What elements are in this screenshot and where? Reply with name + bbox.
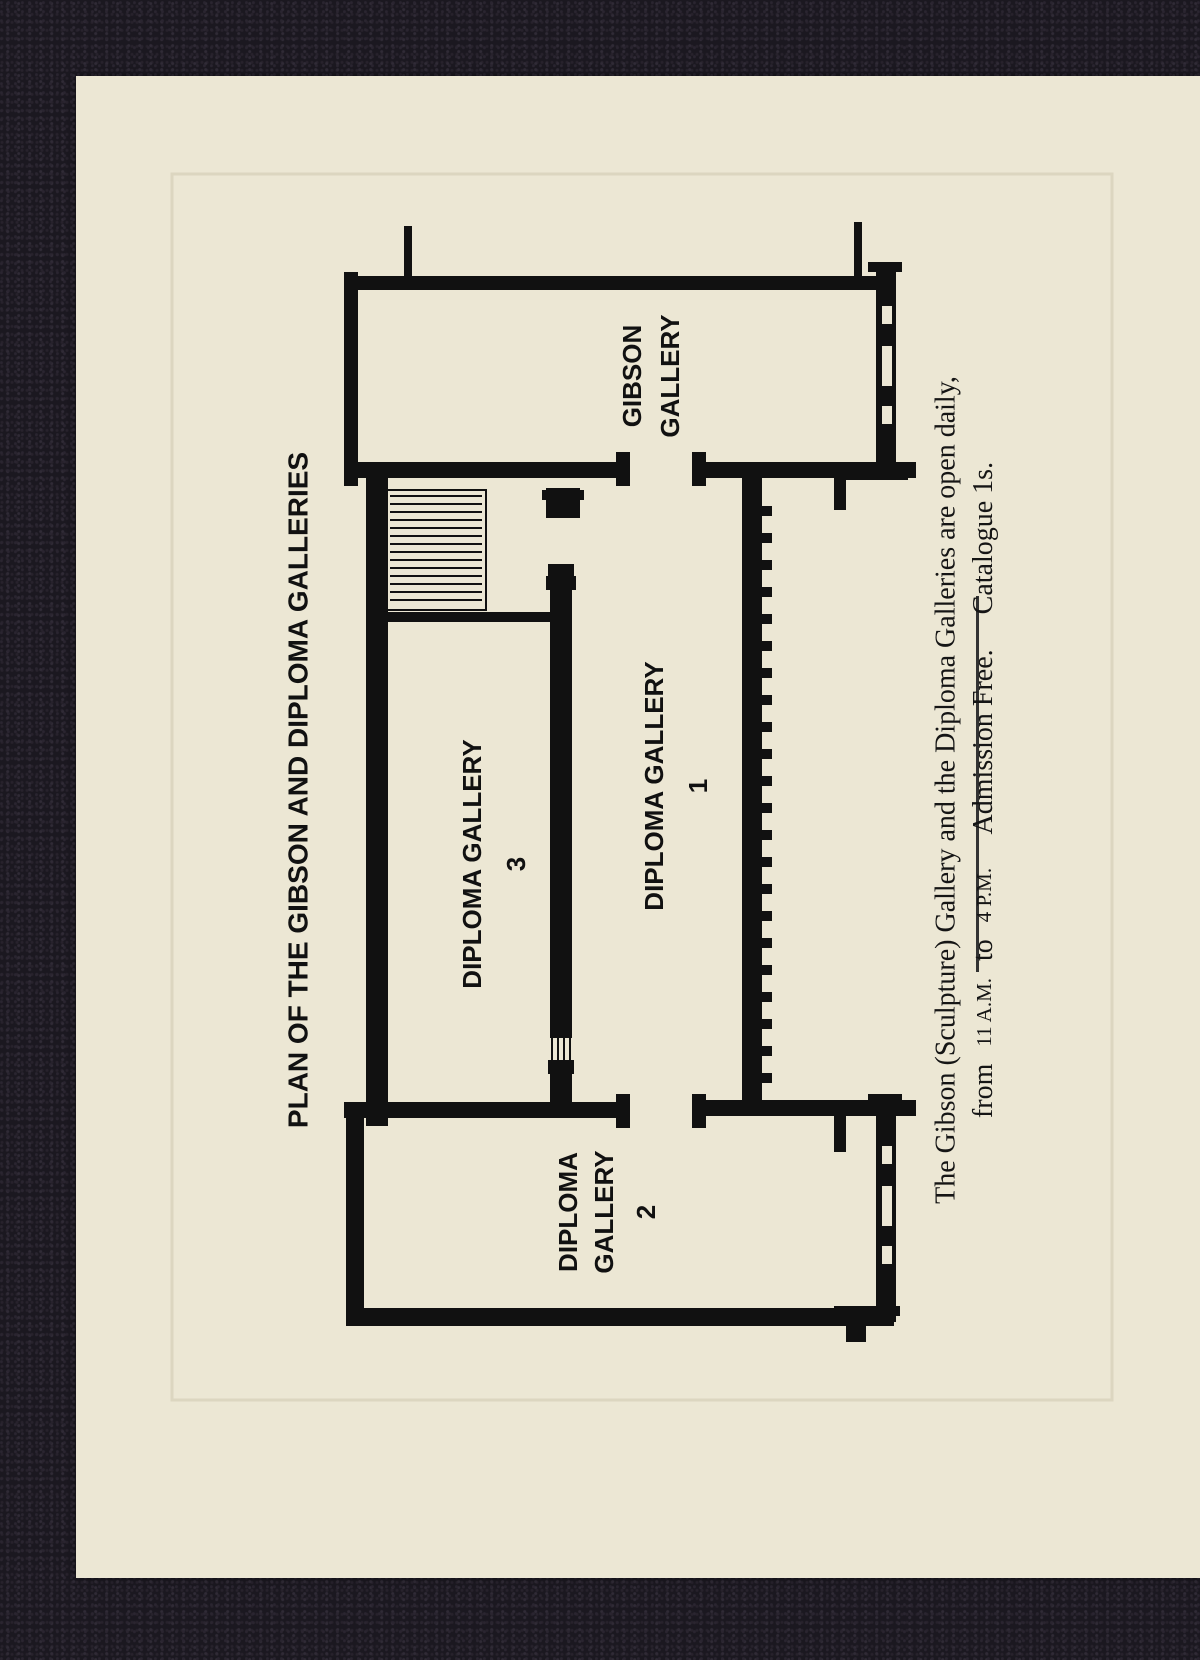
gibson-gallery-label-2: GALLERY — [655, 314, 685, 437]
column-notch — [762, 506, 772, 516]
column-notch — [762, 1073, 772, 1083]
diploma-gallery-2-number: 2 — [631, 1205, 661, 1219]
column-notch — [762, 776, 772, 786]
caption-admission: Admission Free. — [968, 649, 999, 834]
caption-from: from — [968, 1063, 999, 1118]
diploma-gallery-1-label: DIPLOMA GALLERY — [639, 661, 669, 910]
column-notch — [762, 722, 772, 732]
gibson-top-wall — [344, 272, 358, 486]
staircase — [385, 489, 487, 611]
column-notch — [762, 560, 772, 570]
column-notch — [762, 992, 772, 1002]
plan-title: PLAN OF THE GIBSON AND DIPLOMA GALLERIES — [282, 452, 313, 1128]
gibson-divider-wall — [344, 462, 626, 478]
column-notches — [762, 506, 772, 1083]
column-notch — [762, 911, 772, 921]
page-frame — [170, 172, 1114, 1402]
diploma-gallery-2-label-2: GALLERY — [589, 1150, 619, 1273]
column-notch — [762, 1019, 772, 1029]
portico-details — [882, 306, 892, 1264]
caption-catalogue: Catalogue 1s. — [968, 462, 999, 614]
diploma-gallery-3-number: 3 — [501, 857, 531, 871]
portico-top — [834, 470, 846, 510]
portico-bottom — [834, 1112, 846, 1152]
diploma2-left-wall — [346, 1106, 364, 1326]
column-notch — [762, 938, 772, 948]
column-notch — [762, 587, 772, 597]
column-notch — [762, 803, 772, 813]
column-notch — [762, 749, 772, 759]
entrance-post-top — [404, 226, 412, 286]
column-notch — [762, 668, 772, 678]
caption-line-1: The Gibson (Sculpture) Gallery and the D… — [930, 376, 961, 1204]
caption-end-time: 4 P.M. — [972, 868, 996, 922]
svg-text:from 11 A.M. to: from 11 A.M. to 4 P.M. Admission Free. C… — [968, 462, 999, 1118]
column-notch — [762, 857, 772, 867]
column-notch — [762, 614, 772, 624]
gibson-outer-wall — [344, 276, 894, 290]
corridor-right-wall — [742, 472, 762, 1102]
floor-plan: PLAN OF THE GIBSON AND DIPLOMA GALLERIES… — [170, 172, 1114, 1402]
stair-box-bottom — [376, 612, 566, 622]
caption-to: to — [968, 939, 999, 961]
bottom-divider-wall — [344, 1102, 626, 1118]
diploma-gallery-3-label: DIPLOMA GALLERY — [457, 739, 487, 988]
central-wall — [550, 576, 572, 1038]
column-notch — [762, 695, 772, 705]
entrance-post-right — [854, 222, 862, 282]
column-notch — [762, 533, 772, 543]
column-notch — [762, 830, 772, 840]
caption-line-2: from 11 A.M. to 4 P.M. Admission Free. C… — [968, 462, 999, 1118]
caption-rule — [976, 596, 979, 972]
column-notch — [762, 965, 772, 975]
diploma2-bottom-wall — [346, 1308, 894, 1326]
diploma-gallery-2-label-1: DIPLOMA — [553, 1152, 583, 1272]
diploma-gallery-1-number: 1 — [683, 779, 713, 793]
small-steps — [551, 1038, 571, 1060]
catalogue-page: PLAN OF THE GIBSON AND DIPLOMA GALLERIES… — [76, 76, 1200, 1578]
left-long-wall — [366, 476, 388, 1126]
column-notch — [762, 884, 772, 894]
gibson-gallery-label-1: GIBSON — [617, 325, 647, 428]
caption-start-time: 11 A.M. — [972, 978, 996, 1047]
column-notch — [762, 1046, 772, 1056]
column-notch — [762, 641, 772, 651]
